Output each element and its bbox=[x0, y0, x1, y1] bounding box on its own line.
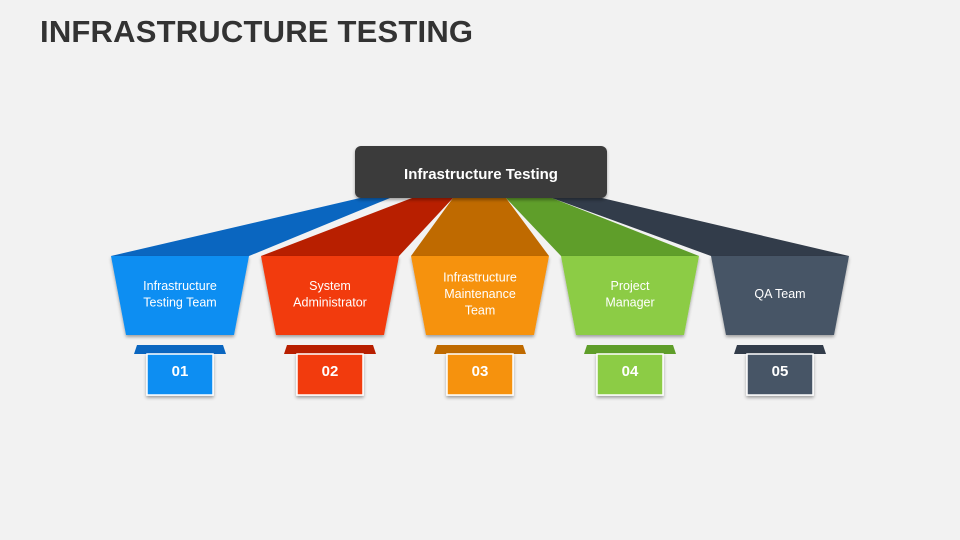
team-card-label-line: Maintenance bbox=[444, 287, 516, 301]
number-badge-box-1 bbox=[146, 353, 214, 396]
number-badge-label-2: 02 bbox=[322, 363, 339, 380]
root-node: Infrastructure Testing bbox=[355, 146, 607, 198]
number-badge-tab-5 bbox=[734, 345, 826, 354]
team-card-label-line: Project bbox=[611, 279, 650, 293]
number-badge-3: 03 bbox=[434, 345, 526, 396]
root-label: Infrastructure Testing bbox=[404, 166, 558, 183]
team-card-shape-1 bbox=[111, 256, 249, 335]
team-card-5: QA Team bbox=[711, 256, 849, 335]
number-badge-box-5 bbox=[746, 353, 814, 396]
number-badge-box-2 bbox=[296, 353, 364, 396]
number-badge-tab-4 bbox=[584, 345, 676, 354]
number-badge-box-4 bbox=[596, 353, 664, 396]
team-card-label-line: Infrastructure bbox=[143, 279, 217, 293]
team-card-label-line: QA Team bbox=[754, 287, 805, 301]
number-badge-label-5: 05 bbox=[772, 363, 789, 380]
page-title: INFRASTRUCTURE TESTING bbox=[40, 14, 474, 49]
number-badge-label-3: 03 bbox=[472, 363, 489, 380]
team-card-shape-3 bbox=[411, 256, 549, 335]
connector-band-4 bbox=[506, 198, 699, 256]
team-card-label-line: Administrator bbox=[293, 296, 367, 310]
number-badge-tab-3 bbox=[434, 345, 526, 354]
team-card-shape-5 bbox=[711, 256, 849, 335]
number-badge-5: 05 bbox=[734, 345, 826, 396]
number-badge-2: 02 bbox=[284, 345, 376, 396]
connector-band-2 bbox=[261, 198, 453, 256]
team-card-shape-2 bbox=[261, 256, 399, 335]
number-badge-tab-2 bbox=[284, 345, 376, 354]
team-card-label-line: Infrastructure bbox=[443, 271, 517, 285]
team-card-label-line: Manager bbox=[605, 296, 654, 310]
connector-band-5 bbox=[552, 198, 849, 256]
connector-band-1 bbox=[111, 198, 390, 256]
number-badge-4: 04 bbox=[584, 345, 676, 396]
connector-band-3 bbox=[411, 198, 549, 256]
connector-group bbox=[111, 198, 849, 256]
number-badge-group: 01 02 03 04 05 bbox=[134, 345, 826, 396]
number-badge-box-3 bbox=[446, 353, 514, 396]
number-badge-1: 01 bbox=[134, 345, 226, 396]
number-badge-label-4: 04 bbox=[622, 363, 639, 380]
team-card-shape-4 bbox=[561, 256, 699, 335]
team-card-label-line: Team bbox=[465, 304, 496, 318]
number-badge-tab-1 bbox=[134, 345, 226, 354]
root-box bbox=[355, 146, 607, 198]
team-card-label-5: QA Team bbox=[754, 287, 805, 301]
team-card-label-line: Testing Team bbox=[143, 296, 216, 310]
number-badge-label-1: 01 bbox=[172, 363, 189, 380]
team-card-label-line: System bbox=[309, 279, 351, 293]
